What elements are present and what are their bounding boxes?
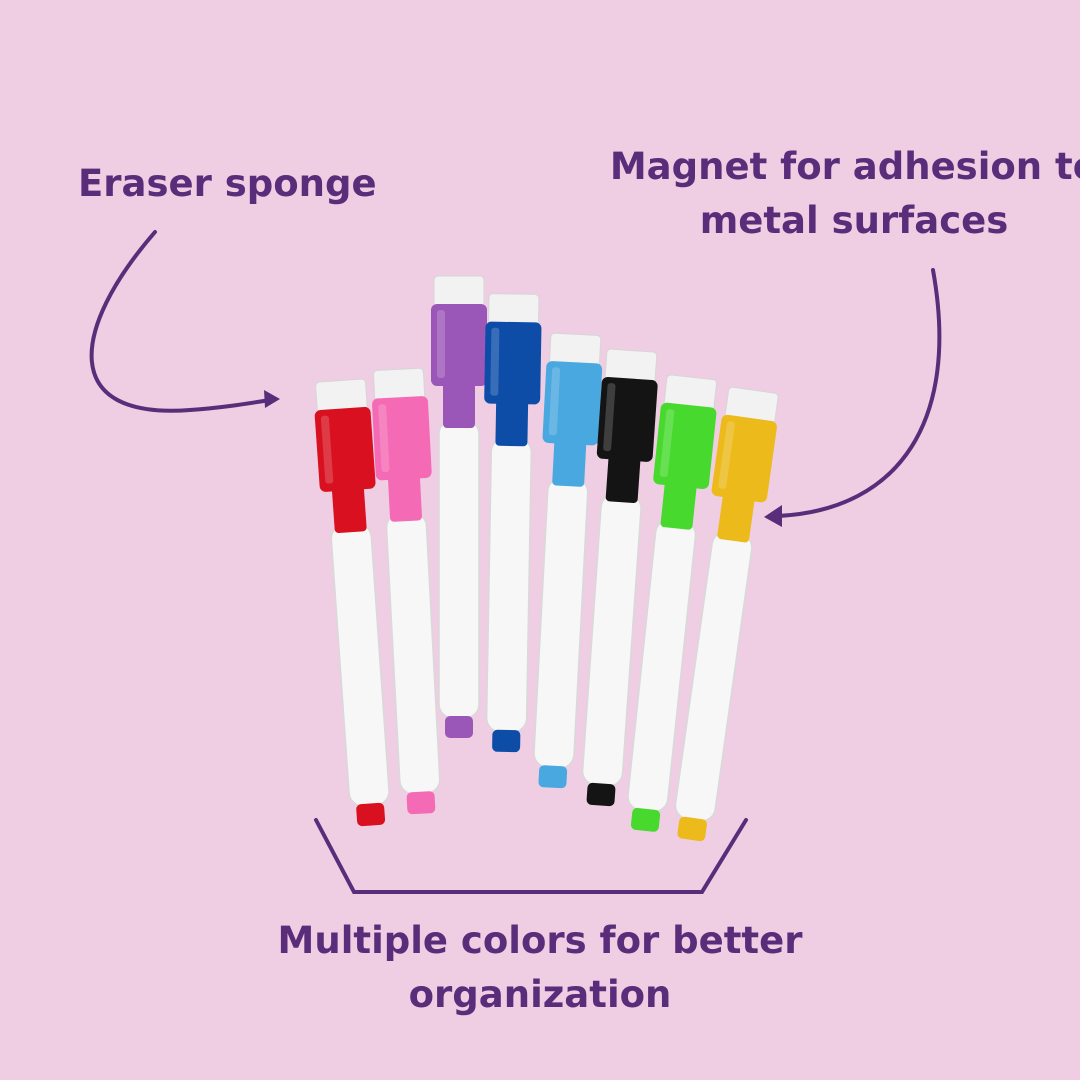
eraser-sponge-label: Eraser sponge: [78, 162, 377, 205]
marker-collar: [388, 474, 422, 522]
marker-red: [314, 378, 390, 827]
magnet-cap: [314, 406, 376, 492]
magnet-label: Magnet for adhesion to metal surfaces: [609, 145, 1080, 242]
marker-purple: [431, 275, 487, 738]
marker-green: [627, 374, 718, 832]
marker-tip: [586, 782, 616, 807]
marker-collar: [660, 481, 697, 530]
magnet-cap: [711, 414, 777, 503]
magnet-cap: [431, 304, 487, 386]
cap-highlight: [437, 310, 445, 378]
marker-collar: [552, 439, 587, 487]
magnet-cap: [542, 361, 603, 446]
marker-tip: [538, 765, 568, 789]
arrowhead: [764, 505, 782, 527]
marker-group: [314, 275, 779, 842]
cap-highlight: [320, 415, 334, 484]
marker-pink: [372, 367, 441, 815]
multiple-colors-label: Multiple colors for better organization: [277, 919, 803, 1016]
marker-body: [438, 419, 480, 719]
marker-yellow: [674, 386, 779, 842]
magnet-cap: [596, 376, 658, 462]
marker-collar: [605, 455, 641, 504]
magnet-cap: [372, 396, 432, 481]
marker-tip: [445, 716, 473, 738]
marker-black: [581, 348, 658, 807]
cap-highlight: [490, 327, 500, 396]
cap-highlight: [718, 421, 735, 489]
magnet-arrow: [776, 268, 942, 518]
marker-collar: [332, 485, 367, 534]
marker-collar: [495, 399, 529, 447]
marker-body: [485, 437, 533, 733]
cap-highlight: [378, 404, 390, 473]
eraser-sponge: [488, 293, 540, 327]
cap-highlight: [548, 367, 561, 436]
marker-tip: [492, 729, 521, 753]
cap-highlight: [659, 409, 675, 477]
marker-tip: [630, 807, 661, 832]
marker-tip: [356, 802, 386, 827]
magnet-cap: [484, 321, 542, 405]
colors-bracket: [314, 818, 748, 894]
arrowhead: [264, 390, 280, 408]
eraser-sponge: [433, 275, 485, 309]
marker-collar: [717, 493, 755, 543]
magnet-cap: [653, 402, 717, 489]
eraser-arrow: [89, 230, 272, 413]
marker-collar: [443, 382, 475, 428]
cap-highlight: [603, 383, 616, 452]
marker-tip: [406, 791, 436, 815]
marker-blue: [484, 293, 542, 753]
arrow-group: [89, 230, 942, 894]
marker-light-blue: [533, 332, 603, 789]
marker-tip: [677, 816, 707, 842]
